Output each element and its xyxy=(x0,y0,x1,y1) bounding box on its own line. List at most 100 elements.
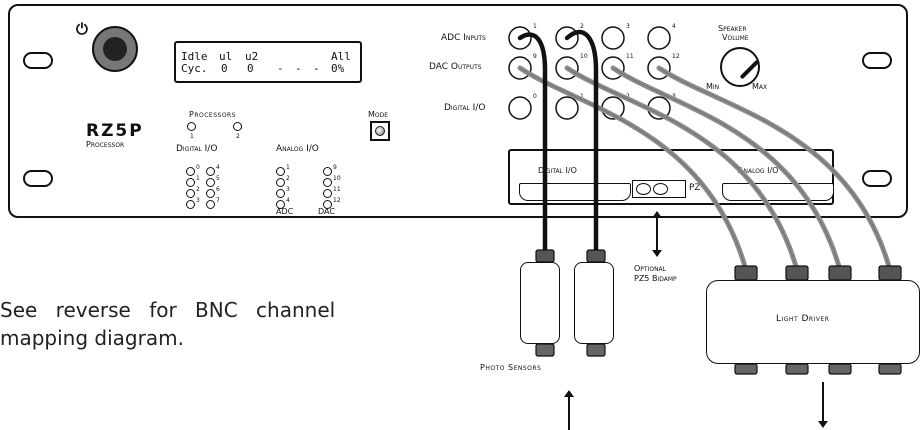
pz-connector[interactable] xyxy=(632,180,686,198)
display-cell: All xyxy=(331,50,351,63)
note-line-1: See reverse for BNC channel xyxy=(0,298,336,322)
driver-input-connector xyxy=(828,265,852,281)
sensor-lens xyxy=(535,343,555,357)
note-line-2: mapping diagram. xyxy=(0,326,184,350)
driver-input-connector xyxy=(785,265,809,281)
power-button[interactable] xyxy=(92,26,138,72)
digital-io-number: 5 xyxy=(216,175,220,182)
jack-number: 10 xyxy=(580,53,588,60)
digital-io-jack[interactable] xyxy=(555,96,579,120)
digital-io-number: 3 xyxy=(196,197,200,204)
display-cell: - xyxy=(313,62,320,75)
display-cell: 0 xyxy=(247,62,254,75)
digital-io-number: 6 xyxy=(216,186,220,193)
dac-cable xyxy=(517,65,749,273)
photo-sensors-label: Photo Sensors xyxy=(480,363,542,372)
jack-number: 12 xyxy=(672,53,680,60)
arrow-head-icon xyxy=(652,211,662,218)
digital-io-connector-label: Digital I/O xyxy=(538,166,577,175)
sensor-connector xyxy=(535,249,555,263)
min-label: Min xyxy=(706,82,720,91)
processor-number: 2 xyxy=(236,133,240,140)
analog-io-led xyxy=(323,189,332,198)
digital-io-led xyxy=(206,200,215,209)
mode-button[interactable] xyxy=(370,121,390,141)
digital-io-number: 4 xyxy=(216,164,220,171)
display-cell: 0% xyxy=(331,62,345,75)
display-cell: - xyxy=(295,62,302,75)
adc-input-jack[interactable] xyxy=(601,26,625,50)
display-cell: u2 xyxy=(245,50,259,63)
model-name: RZ5P xyxy=(86,121,144,141)
display-cell: ul xyxy=(219,50,233,63)
jack-number: 4 xyxy=(672,23,676,30)
digital-io-number: 1 xyxy=(196,175,200,182)
adc-inputs-label: ADC Inputs xyxy=(441,33,486,43)
analog-io-number: 12 xyxy=(333,197,341,204)
dac-cable-edge xyxy=(566,67,798,271)
analog-io-led xyxy=(276,167,285,176)
rack-mount-slot xyxy=(862,170,892,187)
pz-label: PZ xyxy=(689,183,701,193)
jack-number: 0 xyxy=(533,93,537,100)
digital-io-number: 7 xyxy=(216,197,220,204)
adc-cable xyxy=(564,29,599,255)
analog-io-label: Analog I/O xyxy=(276,144,319,154)
digital-io-led xyxy=(186,167,195,176)
dac-label: DAC xyxy=(318,207,335,216)
rack-mount-slot xyxy=(23,52,53,69)
display-cell: - xyxy=(277,62,284,75)
analog-io-led xyxy=(276,178,285,187)
rack-mount-slot xyxy=(23,170,53,187)
sensor-lens xyxy=(586,343,606,357)
digital-io-jack[interactable] xyxy=(508,96,532,120)
digital-io-label: Digital I/O xyxy=(176,144,218,154)
bidamp-label-line-1: Optional xyxy=(634,264,667,273)
display-cell: Cyc. xyxy=(181,62,208,75)
analog-io-number: 4 xyxy=(286,197,290,204)
adc-input-jack[interactable] xyxy=(647,26,671,50)
jack-number: 2 xyxy=(580,23,584,30)
dac-outputs-label: DAC Outputs xyxy=(429,62,482,72)
mode-label: Mode xyxy=(368,110,389,119)
digital-io-bnc-label: Digital I/O xyxy=(444,103,486,113)
dac-cable-edge xyxy=(658,67,891,271)
display-cell: Idle xyxy=(181,50,208,63)
analog-io-led xyxy=(276,200,285,209)
jack-number: 9 xyxy=(533,53,537,60)
arrow-head-icon xyxy=(818,421,828,428)
analog-io-number: 2 xyxy=(286,175,290,182)
digital-io-number: 0 xyxy=(196,164,200,171)
digital-io-led xyxy=(206,178,215,187)
rack-mount-slot xyxy=(862,52,892,69)
photo-sensor xyxy=(520,262,560,344)
analog-io-number: 3 xyxy=(286,186,290,193)
max-label: Max xyxy=(752,82,768,91)
processor-led xyxy=(233,122,242,131)
driver-output-connector xyxy=(878,363,902,375)
dac-cable xyxy=(610,65,843,273)
jack-number: 1 xyxy=(580,93,584,100)
driver-output-connector xyxy=(734,363,758,375)
analog-io-number: 1 xyxy=(286,164,290,171)
arrow-head-icon xyxy=(564,390,574,397)
volume-label: Volume xyxy=(722,33,749,42)
processor-number: 1 xyxy=(190,133,194,140)
driver-input-connector xyxy=(734,265,758,281)
adc-cable xyxy=(517,32,548,255)
light-driver-label: Light Driver xyxy=(776,314,830,324)
analog-io-number: 10 xyxy=(333,175,341,182)
speaker-volume-knob[interactable] xyxy=(720,47,760,87)
digital-io-number: 2 xyxy=(196,186,200,193)
dac-cable-edge xyxy=(519,67,747,271)
rz5p-front-panel xyxy=(8,4,908,218)
analog-io-led xyxy=(323,200,332,209)
digital-io-led xyxy=(186,200,195,209)
analog-io-led xyxy=(276,189,285,198)
jack-number: 3 xyxy=(626,23,630,30)
bidamp-label-line-2: PZ5 Bidamp xyxy=(634,274,677,283)
digital-io-led xyxy=(186,178,195,187)
status-display: Idle ul u2 All Cyc. 0 0 - - - 0% xyxy=(174,41,362,83)
digital-io-led xyxy=(186,189,195,198)
